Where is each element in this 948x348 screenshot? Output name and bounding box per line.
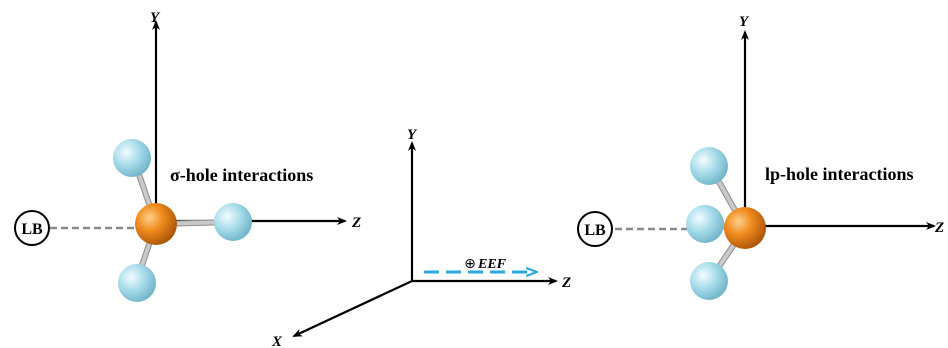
center-x-axis-label: X [271,334,283,348]
left-y-axis-label: Y [150,10,161,26]
right-lewis-base: LB [577,211,613,247]
right-caption: lp-hole interactions [765,164,914,184]
right-substituent-atom-top [690,147,728,185]
left-substituent-atom-bottom [118,264,156,302]
left-z-axis-label: Z [351,215,361,231]
eef-positive-symbol: ⊕ [464,256,476,272]
right-substituent-atom-bottom [690,262,728,300]
left-lewis-base: LB [14,210,50,246]
center-y-axis-label: Y [407,127,418,143]
center-z-axis-label: Z [561,275,571,291]
center-x-axis [292,280,413,337]
right-lb-label: LB [584,222,606,239]
left-panel: Y Z LB σ-hole interactions [14,10,361,302]
right-central-atom [724,207,766,249]
right-panel: Y Z LB lp-hole interactions [577,14,944,300]
left-substituent-atom-top [113,139,151,177]
left-substituent-atom-right [214,203,252,241]
left-caption: σ-hole interactions [170,165,313,185]
left-central-atom [135,203,177,245]
eef-label: EEF [477,257,507,272]
right-y-axis-label: Y [739,14,750,30]
right-substituent-atom-middle [686,205,724,243]
right-z-axis-label: Z [934,220,944,236]
left-lb-label: LB [21,221,43,238]
center-panel: Y Z X ⊕ EEF [271,127,571,348]
